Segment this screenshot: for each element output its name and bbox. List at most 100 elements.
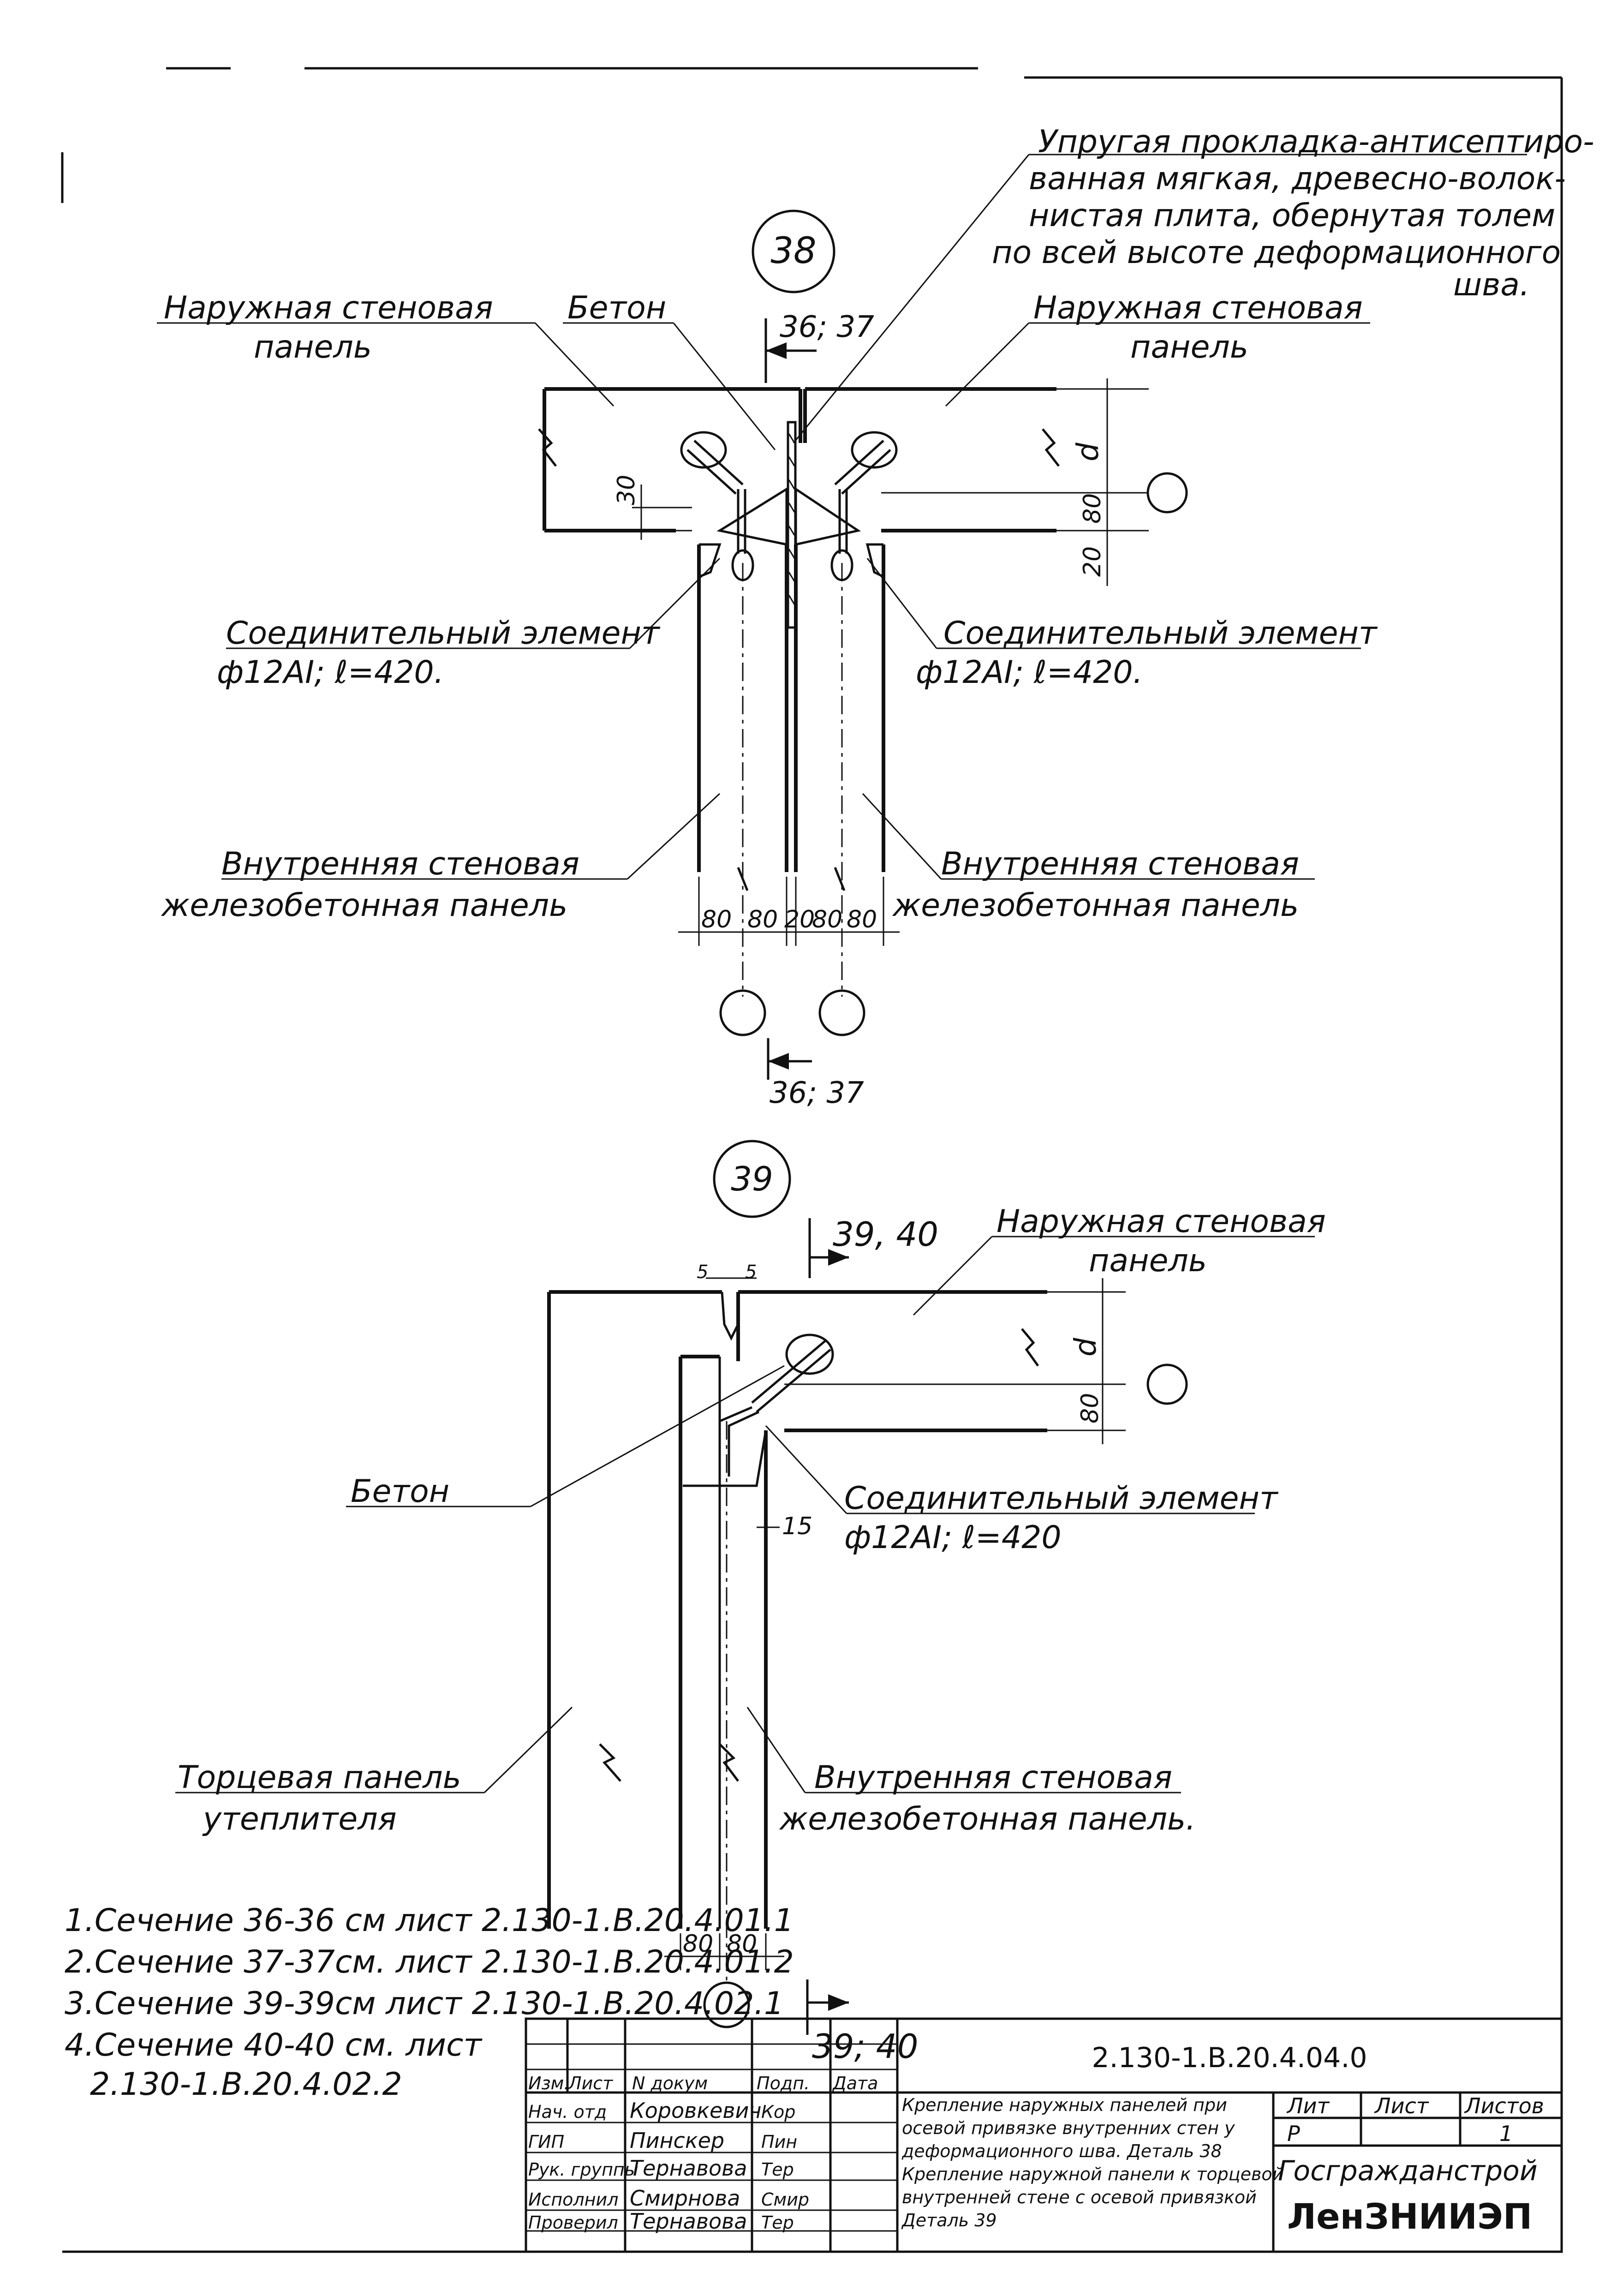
- dim-d-39: d: [1069, 1338, 1103, 1357]
- connector-right: [830, 431, 898, 581]
- connector-right-label-1: Соединительный элемент: [943, 615, 1378, 652]
- description-1: Крепление наружных панелей при: [902, 2095, 1227, 2115]
- inner-panel-left: [697, 543, 788, 891]
- note-1: 1.Сечение 36-36 см лист 2.130-1.В.20.4.0…: [65, 1902, 794, 1939]
- inner-panel-39-label-2: железобетонная панель.: [779, 1801, 1196, 1837]
- connector-left: [680, 431, 754, 581]
- inner-panel-right: [794, 543, 885, 891]
- note-4: 4.Сечение 40-40 см. лист: [65, 2027, 483, 2063]
- inner-panel-left-label-1: Внутренняя стеновая: [221, 846, 579, 882]
- outer-panel-left-label-2: панель: [254, 329, 372, 365]
- description-4: Крепление наружной панели к торцевой: [902, 2164, 1283, 2184]
- note-5: 2.130-1.В.20.4.02.2: [90, 2066, 402, 2103]
- dim-80-38: 80: [1079, 493, 1106, 524]
- dim-h-4-38: 80: [812, 906, 842, 933]
- description-6: Деталь 39: [901, 2210, 997, 2230]
- connector-left-label-2: ф12АI; ℓ=420.: [217, 654, 444, 691]
- description-2: осевой привязке внутренних стен у: [902, 2118, 1235, 2138]
- organization: Госгражданстрой: [1278, 2155, 1538, 2187]
- col-header-izm: Изм.: [528, 2073, 569, 2093]
- outer-panel-left: [538, 387, 802, 532]
- outer-panel-39-label-1: Наружная стеновая: [996, 1203, 1326, 1240]
- sheets-label: Листов: [1464, 2093, 1544, 2118]
- name-2: Пинскер: [630, 2128, 724, 2153]
- gasket-label-2: ванная мягкая, древесно-волок-: [1029, 161, 1566, 197]
- inner-panel-39-label-1: Внутренняя стеновая: [814, 1759, 1172, 1796]
- connector-39-label-2: ф12АI; ℓ=420: [844, 1519, 1062, 1556]
- detail-38: 38 36; 37: [157, 124, 1594, 1110]
- concrete-label-38: Бетон: [567, 290, 666, 326]
- inner-panel-39: [683, 1357, 768, 1929]
- name-4: Смирнова: [630, 2186, 740, 2211]
- horizontal-dims-38: 80 80 20 80 80: [678, 877, 900, 1036]
- note-3: 3.Сечение 39-39см лист 2.130-1.В.20.4.02…: [65, 1985, 784, 2022]
- dim-h-2-39: 80: [727, 1930, 757, 1958]
- sheets-value: 1: [1499, 2121, 1513, 2146]
- sheet-label: Лист: [1374, 2093, 1429, 2118]
- notes: 1.Сечение 36-36 см лист 2.130-1.В.20.4.0…: [65, 1902, 794, 2103]
- dim-h-5-38: 80: [847, 906, 877, 933]
- vertical-dims-39: d 80 15: [757, 1278, 1188, 1540]
- col-header-list: Лист: [567, 2073, 614, 2093]
- gap-dim-left: 5: [697, 1262, 708, 1283]
- connector-left-label-1: Соединительный элемент: [226, 615, 661, 652]
- lit-label: Лит: [1286, 2093, 1330, 2118]
- outer-panel-39: [721, 1290, 1047, 1432]
- dim-h-3-38: 20: [784, 906, 815, 933]
- labels-38: Упругая прокладка-антисептиро- ванная мя…: [161, 124, 1594, 924]
- leader-lines-39: [175, 1236, 1315, 1794]
- inner-panel-left-label-2: железобетонная панель: [161, 887, 567, 924]
- gasket-label-1: Упругая прокладка-антисептиро-: [1038, 124, 1594, 160]
- leader-lines-38: [157, 154, 1527, 880]
- dim-h-1-38: 80: [701, 906, 732, 933]
- col-header-date: Дата: [832, 2073, 878, 2093]
- dim-h-1-39: 80: [683, 1930, 713, 1958]
- dim-d-38: d: [1071, 442, 1105, 461]
- detail-38-number: 38: [770, 230, 816, 272]
- role-4: Исполнил: [528, 2189, 619, 2210]
- dim-30-38: 30: [613, 475, 640, 505]
- concrete-label-39: Бетон: [351, 1473, 449, 1510]
- sign-3: Тер: [761, 2159, 794, 2180]
- connector-39: [718, 1333, 834, 1477]
- role-2: ГИП: [528, 2132, 564, 2152]
- section-mark-36-37-bottom: 36; 37: [770, 1076, 864, 1110]
- sign-5: Тер: [761, 2212, 794, 2233]
- gasket-label-4: по всей высоте деформационного: [992, 234, 1561, 271]
- end-panel-label-1: Торцевая панель: [178, 1759, 461, 1796]
- sign-4: Смир: [761, 2189, 809, 2210]
- lit-value: Р: [1287, 2121, 1300, 2146]
- title-block: Изм. Лист N докум Подп. Дата Нач. отд Ко…: [525, 2017, 1563, 2253]
- description-3: деформационного шва. Деталь 38: [901, 2141, 1222, 2161]
- gasket-label-3: нистая плита, обернутая толем: [1029, 197, 1555, 234]
- horizontal-dims-39: 80 80: [664, 1930, 784, 2028]
- section-mark-36-37-top: 36; 37: [780, 310, 874, 344]
- outer-panel-right-label-2: панель: [1130, 329, 1248, 365]
- outer-panel-right-label-1: Наружная стеновая: [1033, 290, 1363, 326]
- vertical-dims-38: d 80 20 30: [613, 378, 1188, 586]
- labels-39: Наружная стеновая панель Бетон Соедините…: [178, 1203, 1326, 1837]
- inner-panel-right-label-1: Внутренняя стеновая: [941, 846, 1299, 882]
- end-panel: [547, 1290, 722, 1929]
- inner-panel-right-label-2: железобетонная панель: [892, 887, 1299, 924]
- description-5: внутренней стене с осевой привязкой: [902, 2187, 1257, 2207]
- note-2: 2.Сечение 37-37см. лист 2.130-1.В.20.4.0…: [65, 1944, 794, 1980]
- col-header-sign: Подп.: [757, 2073, 810, 2093]
- detail-39-marker: [713, 1140, 791, 1218]
- col-header-doc: N докум: [632, 2073, 708, 2093]
- institute: ЛенЗНИИЭП: [1287, 2196, 1532, 2237]
- detail-38-marker: [752, 209, 835, 293]
- gasket-label-5: шва.: [1453, 267, 1530, 303]
- connector-39-label-1: Соединительный элемент: [844, 1480, 1279, 1517]
- section-mark-39-40-top: 39, 40: [833, 1215, 938, 1254]
- role-3: Рук. группы: [528, 2159, 638, 2180]
- name-5: Тернавова: [630, 2209, 747, 2234]
- dim-20-38: 20: [1079, 546, 1106, 577]
- name-1: Коровкевич: [630, 2098, 762, 2123]
- connector-right-label-2: ф12АI; ℓ=420.: [916, 654, 1143, 691]
- name-3: Тернавова: [630, 2156, 747, 2181]
- outer-panel-left-label-1: Наружная стеновая: [164, 290, 493, 326]
- outer-panel-39-label-2: панель: [1089, 1243, 1207, 1279]
